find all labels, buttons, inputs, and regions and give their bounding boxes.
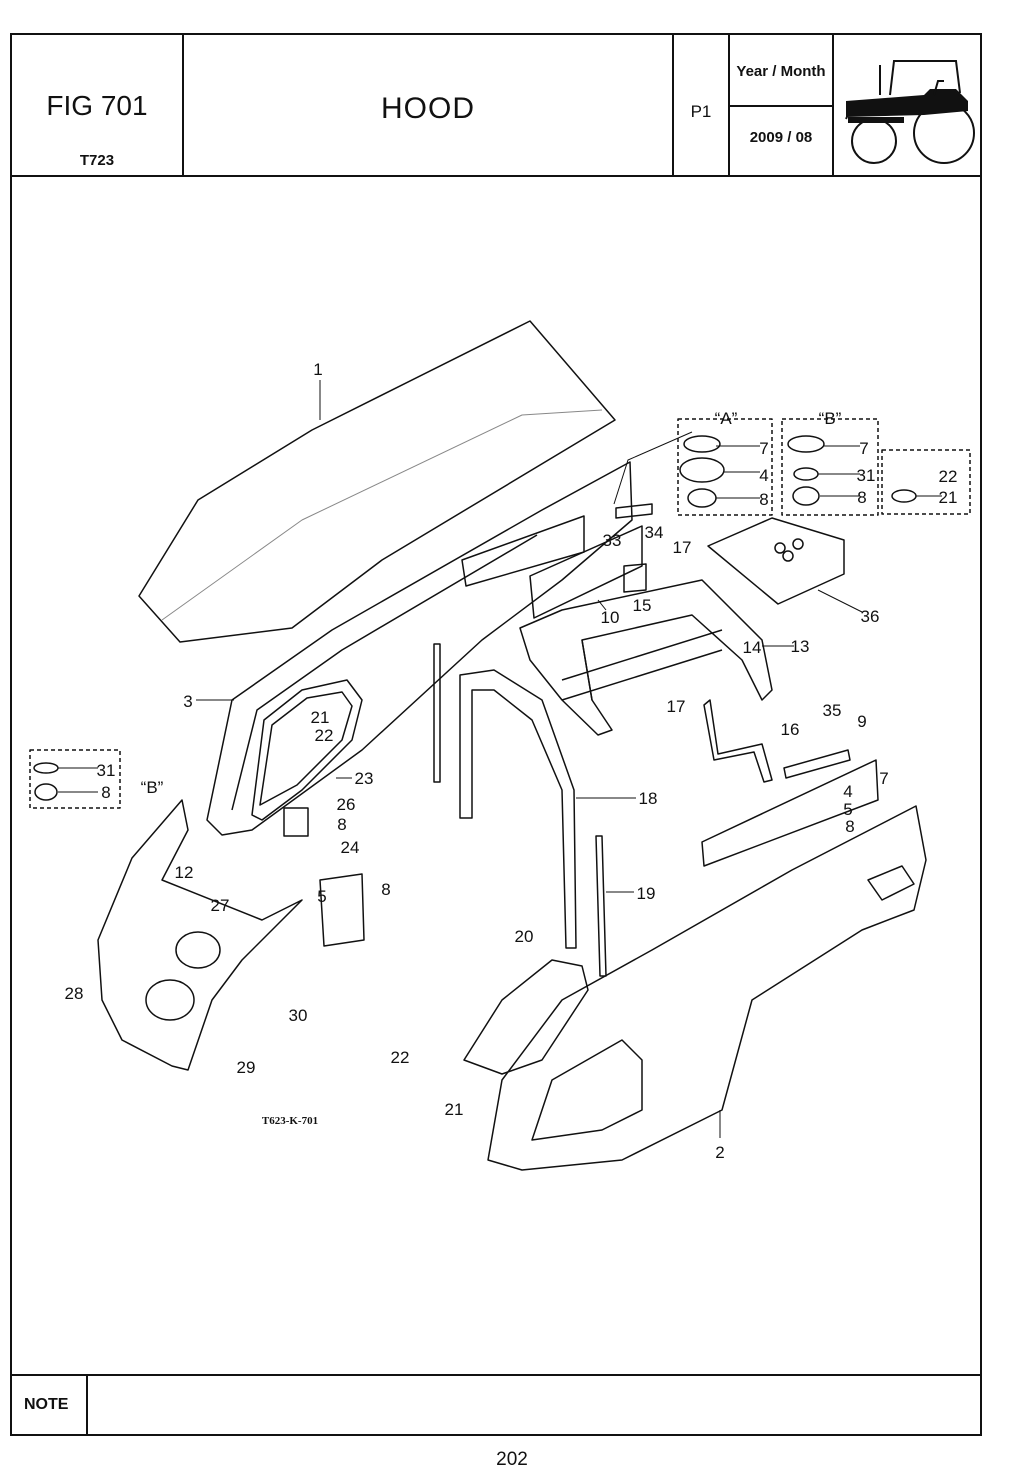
callout-35: 35 (823, 701, 842, 720)
callout-22: 22 (315, 726, 334, 745)
callout-5: 5 (843, 800, 852, 819)
detail-b-box (781, 418, 879, 516)
sound-pad (529, 525, 643, 619)
drawing-code: T623-K-701 (262, 1115, 318, 1127)
title-cell: HOOD (184, 35, 674, 175)
callout-8: 8 (101, 783, 110, 802)
side-window-left (251, 679, 363, 821)
callout-22: 22 (391, 1048, 410, 1067)
year-month-cell: Year / Month 2009 / 08 (730, 35, 834, 175)
callout-24: 24 (341, 838, 360, 857)
callout-14: 14 (743, 638, 762, 657)
callout-28: 28 (65, 984, 84, 1003)
front-grille (97, 799, 303, 1071)
hood-inner-frame (206, 461, 633, 836)
callout-27: 27 (211, 896, 230, 915)
callout-17: 17 (673, 538, 692, 557)
callout-10: 10 (601, 608, 620, 627)
hood-side-bracket (459, 669, 577, 949)
callout-3: 3 (183, 692, 192, 711)
detail-a-box (677, 418, 773, 516)
callout-18: 18 (639, 789, 658, 808)
callout-8: 8 (759, 490, 768, 509)
callout-31: 31 (857, 466, 876, 485)
callout-19: 19 (637, 884, 656, 903)
callout-4: 4 (843, 782, 852, 801)
figure-cell: FIG 701 T723 (12, 35, 184, 175)
callout-20: 20 (515, 927, 534, 946)
callout-4: 4 (759, 466, 768, 485)
hood-side-panel (487, 805, 927, 1171)
exploded-parts-diagram: 1 2 3 4 4 5 5 7 7 7 8 8 8 8 8 8 9 10 12 … (29, 320, 971, 1171)
page-code-cell: P1 (674, 35, 730, 175)
callout-21: 21 (939, 488, 958, 507)
page-number: 202 (496, 1449, 528, 1470)
callout-22: 22 (939, 467, 958, 486)
hood-support-frame (519, 579, 773, 736)
detail-31-8-box (29, 749, 121, 809)
callout-9: 9 (857, 712, 866, 731)
callout-1: 1 (313, 360, 322, 379)
callout-16: 16 (781, 720, 800, 739)
callout-8: 8 (337, 815, 346, 834)
page-frame: FIG 701 T723 HOOD P1 Year / Month 2009 /… (10, 33, 982, 1436)
callout-8: 8 (381, 880, 390, 899)
model-code: T723 (79, 152, 115, 169)
callout-33: 33 (603, 531, 622, 550)
rear-cover-36 (707, 517, 845, 605)
callout-29: 29 (237, 1058, 256, 1077)
detail-22-21-box (881, 449, 971, 515)
tractor-icon (834, 35, 980, 175)
callout-8: 8 (845, 817, 854, 836)
callout-2: 2 (715, 1143, 724, 1162)
detail-b-label: “B” (819, 409, 842, 428)
year-month-value: 2009 / 08 (749, 129, 813, 146)
callout-5: 5 (317, 887, 326, 906)
detail-a-label: “A” (715, 409, 738, 428)
callout-21: 21 (311, 708, 330, 727)
year-month-label: Year / Month (730, 35, 832, 107)
callout-7: 7 (859, 439, 868, 458)
callout-31: 31 (97, 761, 116, 780)
callout-26: 26 (337, 795, 356, 814)
callout-17: 17 (667, 697, 686, 716)
callout-7: 7 (759, 439, 768, 458)
section-title: HOOD (381, 92, 475, 125)
hood-top-panel (138, 320, 616, 643)
callout-23: 23 (355, 769, 374, 788)
callout-36: 36 (861, 607, 880, 626)
callout-12: 12 (175, 863, 194, 882)
title-block: FIG 701 T723 HOOD P1 Year / Month 2009 /… (12, 35, 980, 177)
side-window-right (463, 959, 589, 1075)
callout-15: 15 (633, 596, 652, 615)
note-row: NOTE (12, 1374, 980, 1434)
callout-13: 13 (791, 637, 810, 656)
callout-8: 8 (857, 488, 866, 507)
callout-7: 7 (879, 769, 888, 788)
callout-21: 21 (445, 1100, 464, 1119)
page-code: P1 (690, 102, 712, 121)
callout-34: 34 (645, 523, 664, 542)
detail-b-reference: “B” (141, 778, 164, 797)
callout-30: 30 (289, 1006, 308, 1025)
figure-number: FIG 701 (46, 90, 148, 121)
note-label: NOTE (12, 1376, 88, 1434)
